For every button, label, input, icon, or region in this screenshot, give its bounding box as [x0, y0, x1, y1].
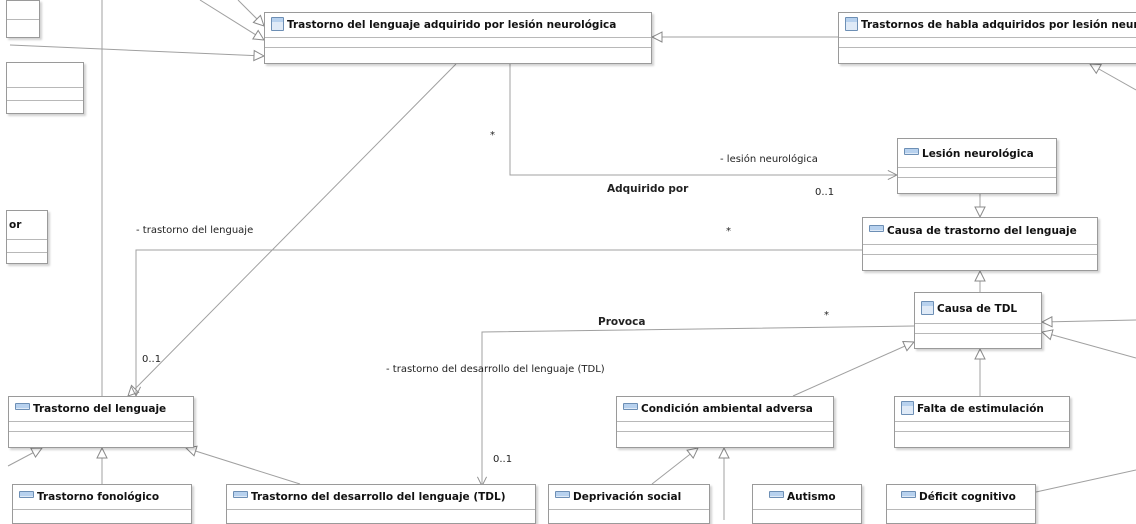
- class-trastorno-lenguaje[interactable]: Trastorno del lenguaje: [8, 396, 194, 448]
- class-trastorno-fonologico[interactable]: Trastorno fonológico: [12, 484, 192, 524]
- class-trastornos-habla-adquiridos[interactable]: Trastornos de habla adquiridos por lesió…: [838, 12, 1136, 64]
- class-causa-tdl[interactable]: Causa de TDL: [914, 292, 1042, 349]
- class-title: Déficit cognitivo: [919, 491, 1016, 503]
- class-title: Trastornos de habla adquiridos por lesió…: [861, 19, 1136, 31]
- association-adquirido-por: Adquirido por: [607, 183, 689, 195]
- edge-deficit-right: [1035, 469, 1136, 493]
- edge-fragment-top-b: [237, 0, 264, 26]
- class-icon: [15, 402, 30, 410]
- class-trastorno-lenguaje-adquirido[interactable]: Trastorno del lenguaje adquirido por les…: [264, 12, 652, 64]
- class-condicion-ambiental-adversa[interactable]: Condición ambiental adversa: [616, 396, 834, 448]
- multiplicity-trastorno: 0..1: [142, 354, 162, 365]
- class-icon: [555, 490, 570, 498]
- class-icon: [869, 224, 884, 232]
- multiplicity-star-causatdl: *: [824, 310, 829, 321]
- class-title: Trastorno del lenguaje: [33, 403, 167, 415]
- edge-adquirido-lesion: [509, 64, 897, 175]
- class-icon: [19, 490, 34, 498]
- fragment-box-left: [6, 62, 84, 114]
- role-tdl: - trastorno del desarrollo del lenguaje …: [386, 364, 605, 375]
- class-title: Lesión neurológica: [922, 148, 1034, 160]
- class-icon: [901, 400, 914, 415]
- class-causa-trastorno-lenguaje[interactable]: Causa de trastorno del lenguaje: [862, 217, 1098, 271]
- class-icon: [904, 147, 919, 155]
- edge-causa-trastorno: [136, 249, 862, 396]
- class-deprivacion-social[interactable]: Deprivación social: [548, 484, 710, 524]
- edge-ambiental-causatdl: [792, 342, 914, 397]
- edge-deprivacion-ambiental: [651, 448, 698, 485]
- class-title: Autismo: [787, 491, 836, 503]
- class-falta-estimulacion[interactable]: Falta de estimulación: [894, 396, 1070, 448]
- class-icon: [769, 490, 784, 498]
- association-provoca: Provoca: [598, 316, 646, 328]
- edge-fragment-top-a: [199, 0, 264, 40]
- edge-adquirido-trastorno: [128, 63, 457, 396]
- class-title: Deprivación social: [573, 491, 682, 503]
- fragment-box-top-left: [6, 0, 40, 38]
- class-title: Condición ambiental adversa: [641, 403, 813, 415]
- class-title: Causa de trastorno del lenguaje: [887, 225, 1077, 237]
- multiplicity-lesion: 0..1: [815, 187, 835, 198]
- class-trastorno-desarrollo-lenguaje[interactable]: Trastorno del desarrollo del lenguaje (T…: [226, 484, 536, 524]
- class-deficit-cognitivo[interactable]: Déficit cognitivo: [886, 484, 1036, 524]
- role-lesion-neurologica: - lesión neurológica: [720, 154, 818, 165]
- class-autismo[interactable]: Autismo: [752, 484, 862, 524]
- fragment-label: or: [7, 211, 47, 240]
- edge-tdl-trastorno: [186, 448, 301, 485]
- class-icon: [623, 402, 638, 410]
- class-title: Trastorno del desarrollo del lenguaje (T…: [251, 491, 506, 503]
- edge-right-to-causatdl-2: [1042, 332, 1136, 359]
- edge-left-to-adquirido: [9, 44, 264, 56]
- class-icon: [901, 490, 916, 498]
- class-icon: [921, 300, 934, 315]
- fragment-box-left-partial: or: [6, 210, 48, 264]
- edge-causatdl-tdl: [482, 325, 915, 486]
- class-title: Trastorno fonológico: [37, 491, 160, 503]
- class-title: Falta de estimulación: [917, 403, 1044, 415]
- multiplicity-star-causa: *: [726, 226, 731, 237]
- class-title: Causa de TDL: [937, 303, 1018, 315]
- edge-right-to-habla: [1090, 64, 1136, 91]
- class-icon: [233, 490, 248, 498]
- class-icon: [271, 16, 284, 31]
- multiplicity-tdl: 0..1: [493, 454, 513, 465]
- edge-left-to-trastorno: [7, 448, 42, 467]
- multiplicity-star-adquirido: *: [490, 130, 495, 141]
- class-lesion-neurologica[interactable]: Lesión neurológica: [897, 138, 1057, 194]
- edge-right-to-causatdl: [1042, 320, 1136, 322]
- class-icon: [845, 16, 858, 31]
- role-trastorno-lenguaje: - trastorno del lenguaje: [136, 225, 254, 236]
- class-title: Trastorno del lenguaje adquirido por les…: [287, 19, 617, 31]
